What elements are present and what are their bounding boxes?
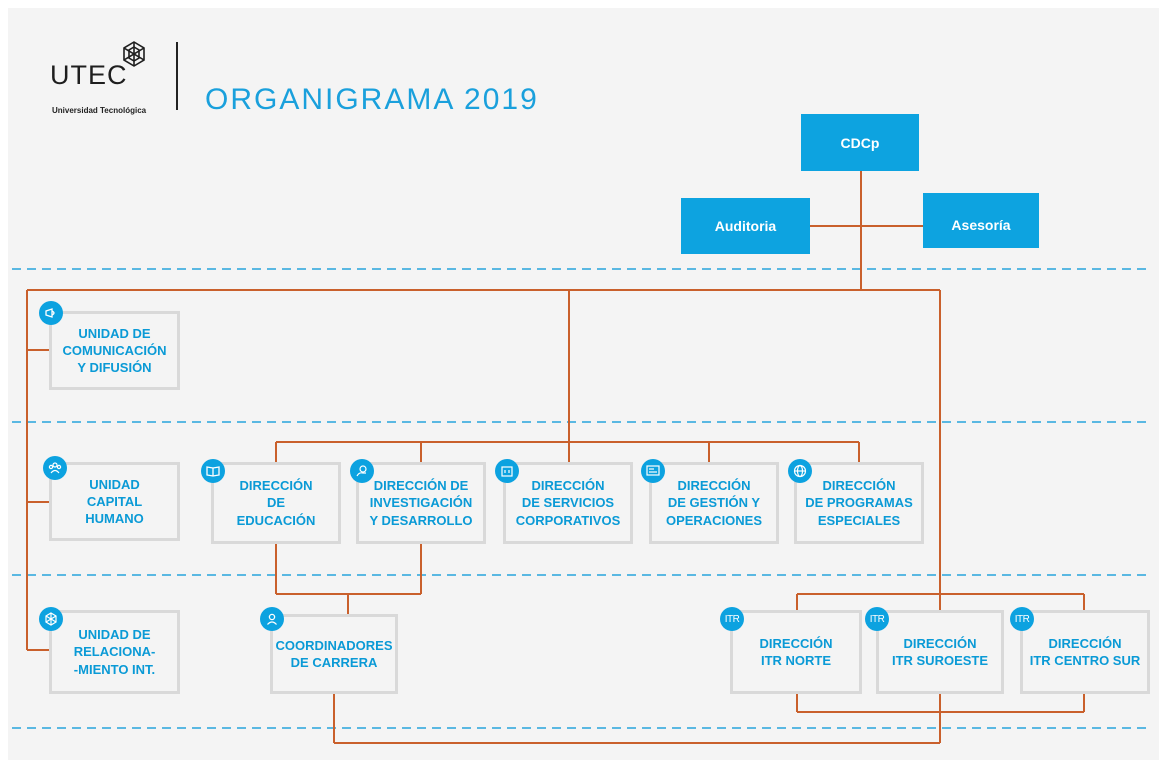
coordinadores-card: COORDINADORES DE CARRERA: [270, 614, 398, 694]
unit-relacionamiento-card: UNIDAD DE RELACIONA- -MIENTO INT.: [49, 610, 180, 694]
coordinadores-label: COORDINADORES DE CARRERA: [275, 637, 393, 670]
itr-norte-card: DIRECCIÓN ITR NORTE: [730, 610, 862, 694]
direccion-programas-card: DIRECCIÓN DE PROGRAMAS ESPECIALES: [794, 462, 924, 544]
itr-suroeste-label: DIRECCIÓN ITR SUROESTE: [891, 635, 989, 668]
itr-norte-icon-label: ITR: [724, 613, 740, 625]
unit-capital-humano-card: UNIDAD CAPITAL HUMANO: [49, 462, 180, 541]
building-icon: [495, 459, 519, 483]
direccion-investigacion-card: DIRECCIÓN DE INVESTIGACIÓN Y DESARROLLO: [356, 462, 486, 544]
cdcp-box: CDCp: [801, 114, 919, 171]
utec-logo-subtitle: Universidad Tecnológica: [52, 106, 147, 115]
megaphone-icon: [39, 301, 63, 325]
itr-norte-icon: ITR: [720, 607, 744, 631]
direccion-gestion-card: DIRECCIÓN DE GESTIÓN Y OPERACIONES: [649, 462, 779, 544]
auditoria-box: Auditoria: [681, 198, 810, 254]
itr-norte-label: DIRECCIÓN ITR NORTE: [759, 635, 833, 668]
itr-suroeste-icon: ITR: [865, 607, 889, 631]
itr-suroeste-card: DIRECCIÓN ITR SUROESTE: [876, 610, 1004, 694]
itr-centro-sur-icon: ITR: [1010, 607, 1034, 631]
section-dividers: [12, 268, 1150, 729]
research-hand-icon: [350, 459, 374, 483]
direccion-gestion-label: DIRECCIÓN DE GESTIÓN Y OPERACIONES: [665, 478, 763, 528]
direccion-investigacion-label: DIRECCIÓN DE INVESTIGACIÓN Y DESARROLLO: [369, 478, 473, 528]
unit-comunicacion-label: UNIDAD DE COMUNICACIÓN Y DIFUSIÓN: [62, 325, 167, 376]
network-globe-icon: [39, 607, 63, 631]
itr-centro-sur-icon-label: ITR: [1014, 613, 1030, 625]
direccion-programas-label: DIRECCIÓN DE PROGRAMAS ESPECIALES: [805, 478, 913, 528]
itr-suroeste-icon-label: ITR: [869, 613, 885, 625]
utec-logo-text: UTEC: [50, 60, 128, 90]
sphere-icon: [788, 459, 812, 483]
direccion-educacion-label: DIRECCIÓN DE EDUCACIÓN: [236, 478, 316, 528]
itr-centro-sur-card: DIRECCIÓN ITR CENTRO SUR: [1020, 610, 1150, 694]
dashboard-screen-icon: [641, 459, 665, 483]
direccion-servicios-label: DIRECCIÓN DE SERVICIOS CORPORATIVOS: [515, 478, 621, 528]
unit-comunicacion-card: UNIDAD DE COMUNICACIÓN Y DIFUSIÓN: [49, 311, 180, 390]
book-icon: [201, 459, 225, 483]
page-title: ORGANIGRAMA 2019: [205, 83, 539, 116]
person-icon: [260, 607, 284, 631]
itr-centro-sur-label: DIRECCIÓN ITR CENTRO SUR: [1029, 635, 1141, 668]
people-group-icon: [43, 456, 67, 480]
direccion-educacion-card: DIRECCIÓN DE EDUCACIÓN: [211, 462, 341, 544]
direccion-servicios-card: DIRECCIÓN DE SERVICIOS CORPORATIVOS: [503, 462, 633, 544]
unit-capital-humano-label: UNIDAD CAPITAL HUMANO: [85, 476, 144, 527]
asesoria-box: Asesoría: [923, 193, 1039, 248]
utec-logo-mark-icon: [123, 41, 145, 67]
unit-relacionamiento-label: UNIDAD DE RELACIONA- -MIENTO INT.: [73, 627, 156, 677]
logo-divider: [176, 42, 178, 110]
